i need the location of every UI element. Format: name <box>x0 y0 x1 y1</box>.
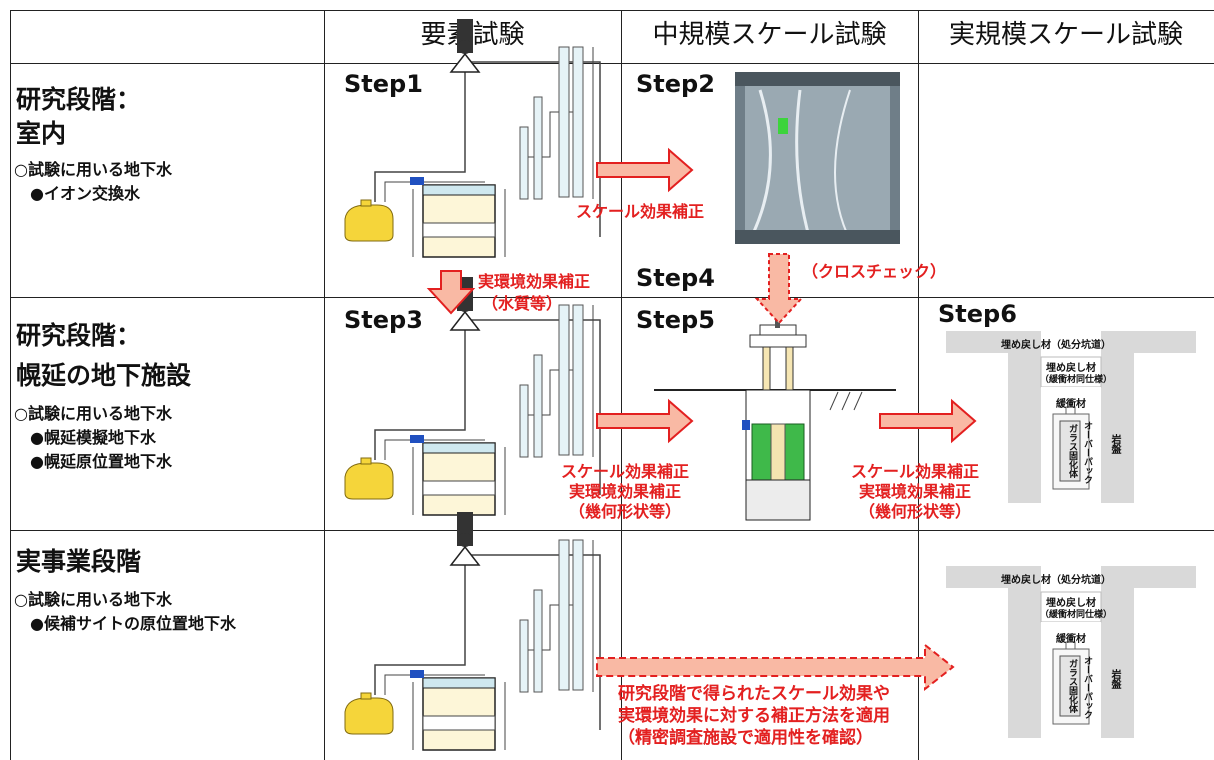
buffer-label: 緩衝材 <box>1056 399 1086 410</box>
grid-row1-bottom <box>10 297 1214 298</box>
overpack-label-2: オーバーパック <box>1082 656 1092 719</box>
row2-groundwater-item-1: ●幌延模擬地下水 <box>30 428 156 447</box>
env-correction-sub: （水質等） <box>482 294 563 313</box>
row1-title-line2: 室内 <box>16 119 67 148</box>
rock-label-2: 岩盤 <box>1109 669 1120 689</box>
backfill-sub-label: （緩衝材同仕様） <box>1040 375 1113 385</box>
step1-label: Step1 <box>344 70 423 98</box>
row2-title-line2: 幌延の地下施設 <box>16 361 192 390</box>
row1-title-line1: 研究段階： <box>16 85 142 114</box>
header-medium-scale-test: 中規模スケール試験 <box>652 20 887 50</box>
grid-row2-bottom <box>10 530 1214 531</box>
row1-groundwater-item: ●イオン交換水 <box>30 184 140 203</box>
grid-col1 <box>324 10 325 760</box>
step5-arrow-label-2: 実環境効果補正 <box>568 482 681 501</box>
step2-label: Step2 <box>636 70 715 98</box>
row3-title: 実事業段階 <box>16 547 142 576</box>
glass-label-2: ガラス固化体 <box>1067 659 1077 713</box>
overpack-label: オーバーパック <box>1082 421 1092 484</box>
row2-groundwater-item-2: ●幌延原位置地下水 <box>30 452 172 471</box>
row3-groundwater-item: ●候補サイトの原位置地下水 <box>30 614 236 633</box>
bottom-note-1: 研究段階で得られたスケール効果や <box>618 684 890 704</box>
step4-label: Step4 <box>636 264 715 292</box>
grid-col2 <box>621 10 622 760</box>
step6-arrow-label-3: （幾何形状等） <box>858 502 971 521</box>
grid-col3 <box>918 10 919 760</box>
step6-label: Step6 <box>938 300 1017 328</box>
step5-arrow-label-1: スケール効果補正 <box>560 462 689 481</box>
bottom-note-3: （精密調査施設で適用性を確認） <box>618 728 873 748</box>
backfill-label-2: 埋め戻し材 <box>1046 598 1096 609</box>
step5-arrow-label-3: （幾何形状等） <box>568 502 681 521</box>
backfill-tunnel-label: 埋め戻し材（処分坑道） <box>1001 340 1111 351</box>
bottom-note-2: 実環境効果に対する補正方法を適用 <box>618 706 890 726</box>
glass-label: ガラス固化体 <box>1067 424 1077 478</box>
row1-groundwater-label: ○試験に用いる地下水 <box>14 160 172 179</box>
grid-header-bottom <box>10 63 1214 64</box>
step3-label: Step3 <box>344 306 423 334</box>
step6-arrow-label-1: スケール効果補正 <box>850 462 979 481</box>
row2-title-line1: 研究段階： <box>16 321 142 350</box>
crosscheck-label: （クロスチェック） <box>802 262 947 281</box>
step5-label: Step5 <box>636 306 715 334</box>
rock-label: 岩盤 <box>1109 434 1120 454</box>
env-correction-label: 実環境効果補正 <box>478 272 591 291</box>
grid-top <box>10 10 1214 11</box>
row3-groundwater-label: ○試験に用いる地下水 <box>14 590 172 609</box>
grid-left <box>10 10 11 760</box>
step6-arrow-label-2: 実環境効果補正 <box>858 482 971 501</box>
backfill-tunnel-label-2: 埋め戻し材（処分坑道） <box>1001 575 1111 586</box>
backfill-sub-label-2: （緩衝材同仕様） <box>1040 610 1113 620</box>
buffer-label-2: 緩衝材 <box>1056 634 1086 645</box>
backfill-label: 埋め戻し材 <box>1046 363 1096 374</box>
row2-groundwater-label: ○試験に用いる地下水 <box>14 404 172 423</box>
header-full-scale-test: 実規模スケール試験 <box>948 20 1183 50</box>
scale-correction-label: スケール効果補正 <box>575 202 704 221</box>
